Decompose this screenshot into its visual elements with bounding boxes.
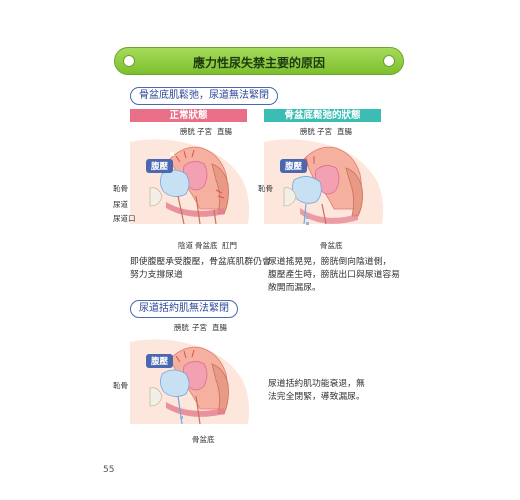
abdominal-pressure-tag-2: 腹壓: [280, 159, 308, 173]
rectum-label-3: 直腸: [212, 323, 227, 332]
urethra-label: 尿道: [113, 200, 128, 209]
normal-description: 即使腹壓承受腹壓，骨盆底肌群仍會 努力支撐尿道: [130, 257, 271, 280]
uterus-label-2: 子宮: [317, 127, 332, 136]
sphincter-illustration: 膀胱 子宮 直腸 腹壓: [130, 320, 255, 440]
sphincter-anatomy-drawing: [130, 339, 250, 425]
urethral-opening-label: 尿道口: [113, 214, 136, 223]
uterus-label-3: 子宮: [192, 323, 207, 332]
title-banner: 應力性尿失禁主要的原因: [114, 47, 404, 75]
normal-anatomy-drawing: [130, 139, 250, 225]
page-number: 55: [103, 465, 115, 475]
sphincter-description: 尿道括約肌功能衰退，無 法完全閉緊，導致漏尿。: [268, 379, 365, 402]
page-title: 應力性尿失禁主要的原因: [192, 56, 325, 70]
pubic-bone-label-2: 恥骨: [258, 184, 273, 193]
abdominal-pressure-tag-3: 腹壓: [146, 354, 174, 368]
bladder-label-3: 膀胱: [174, 323, 189, 332]
uterus-label: 子宮: [197, 127, 212, 136]
pelvic-floor-label-2: 骨盆底: [320, 241, 343, 250]
bladder-label-2: 膀胱: [300, 127, 315, 136]
pelvic-floor-label: 骨盆底: [195, 241, 218, 250]
banner-right-dot: [383, 55, 395, 67]
normal-state-label: 正常狀態: [130, 109, 247, 122]
rectum-label-2: 直腸: [337, 127, 352, 136]
section1-heading: 骨盆底肌鬆弛，尿道無法緊閉: [130, 87, 278, 105]
relaxed-description: 尿道搖晃晃，膀胱倒向陰道側， 腹壓產生時，膀胱出口與尿道容易 敞開而漏尿。: [268, 257, 400, 293]
pubic-bone-label: 恥骨: [113, 184, 128, 193]
relaxed-state-label: 骨盆底鬆弛的狀態: [264, 109, 381, 122]
relaxed-illustration: 膀胱 子宮 直腸 腹壓: [264, 124, 389, 244]
rectum-label: 直腸: [217, 127, 232, 136]
section2-heading: 尿道括約肌無法緊閉: [130, 300, 238, 318]
relaxed-anatomy-drawing: [264, 139, 384, 225]
bladder-label: 膀胱: [180, 127, 195, 136]
pelvic-floor-label-3: 骨盆底: [192, 435, 215, 444]
vagina-label: 陰道: [178, 241, 193, 250]
banner-left-dot: [123, 55, 135, 67]
normal-illustration: 膀胱 子宮 直腸 腹壓: [130, 124, 255, 244]
pubic-bone-label-3: 恥骨: [113, 381, 128, 390]
abdominal-pressure-tag: 腹壓: [146, 159, 174, 173]
anus-label: 肛門: [222, 241, 237, 250]
